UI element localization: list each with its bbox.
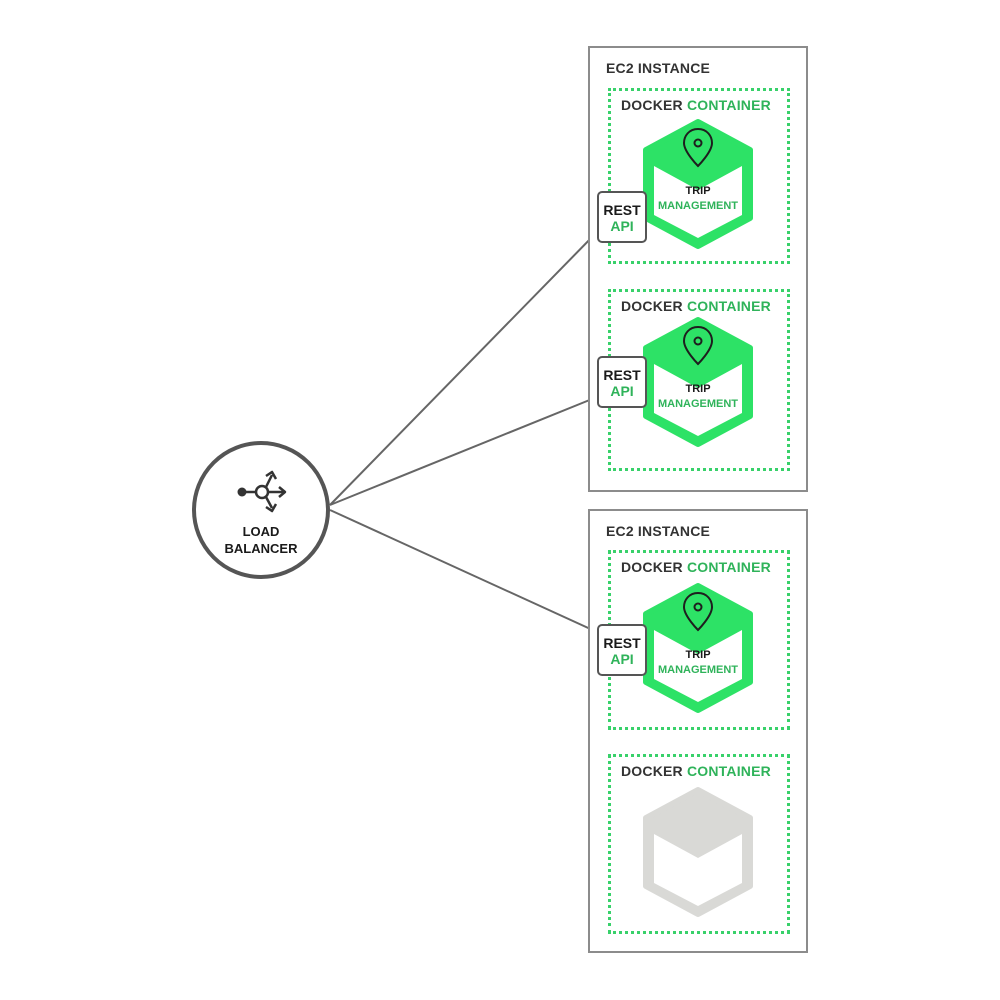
connector-1 bbox=[329, 231, 598, 506]
trip-management-service-1: TRIP MANAGEMENT bbox=[640, 118, 756, 250]
service-label: TRIP MANAGEMENT bbox=[657, 383, 739, 410]
load-balancer-node: LOAD BALANCER bbox=[192, 441, 330, 579]
hexagon-icon bbox=[643, 583, 753, 713]
docker-container-title: DOCKER CONTAINER bbox=[621, 298, 771, 314]
load-balancer-icon bbox=[237, 470, 287, 513]
trip-management-service-2: TRIP MANAGEMENT bbox=[640, 316, 756, 448]
map-pin-icon bbox=[682, 127, 714, 168]
docker-container-title: DOCKER CONTAINER bbox=[621, 763, 771, 779]
empty-hexagon-icon bbox=[643, 787, 753, 917]
docker-container-3: DOCKER CONTAINER bbox=[608, 550, 790, 730]
service-label: TRIP MANAGEMENT bbox=[657, 185, 739, 212]
rest-api-box-1: REST API bbox=[597, 191, 647, 243]
hexagon-icon bbox=[643, 317, 753, 447]
ec2-instance-title: EC2 INSTANCE bbox=[606, 60, 711, 76]
docker-container-title: DOCKER CONTAINER bbox=[621, 97, 771, 113]
map-pin-icon bbox=[682, 325, 714, 366]
connector-2 bbox=[329, 396, 598, 506]
empty-service-placeholder bbox=[640, 786, 756, 918]
docker-container-1: DOCKER CONTAINER bbox=[608, 88, 790, 264]
hexagon-icon bbox=[643, 119, 753, 249]
rest-api-box-2: REST API bbox=[597, 356, 647, 408]
map-pin-icon bbox=[682, 591, 714, 632]
ec2-instance-title: EC2 INSTANCE bbox=[606, 523, 711, 539]
docker-container-title: DOCKER CONTAINER bbox=[621, 559, 771, 575]
rest-api-box-3: REST API bbox=[597, 624, 647, 676]
load-balancer-label: LOAD BALANCER bbox=[224, 524, 298, 556]
connector-3 bbox=[329, 509, 598, 633]
docker-container-4: DOCKER CONTAINER bbox=[608, 754, 790, 934]
service-label: TRIP MANAGEMENT bbox=[657, 649, 739, 676]
trip-management-service-3: TRIP MANAGEMENT bbox=[640, 582, 756, 714]
